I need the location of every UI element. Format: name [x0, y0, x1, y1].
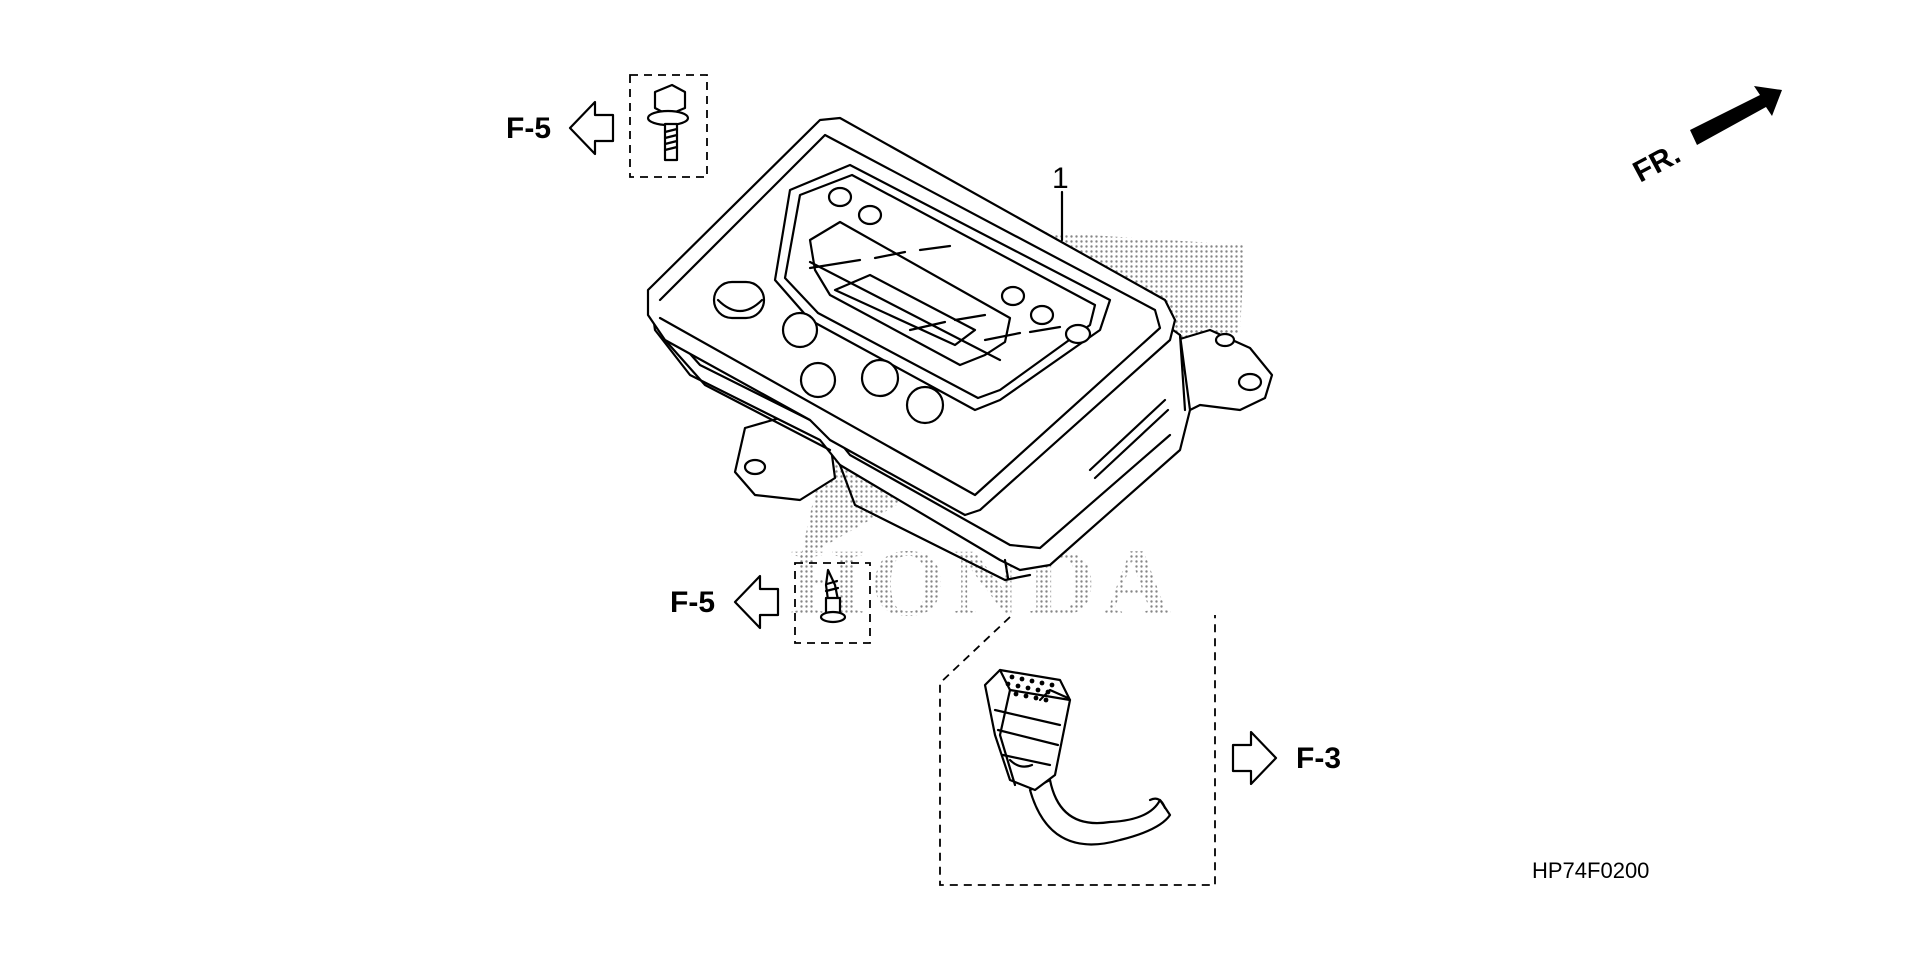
harness-connector-box: [939, 615, 1216, 886]
ref-f3[interactable]: F-3: [1296, 742, 1341, 775]
lower-screw-group: F-5: [670, 562, 871, 644]
upper-left-arrow-icon: [568, 100, 615, 156]
right-arrow-icon: [1231, 730, 1278, 786]
ref-f5-upper[interactable]: F-5: [506, 112, 551, 145]
meter-assembly: [646, 116, 1274, 582]
front-label: FR.: [1628, 137, 1686, 189]
front-direction-indicator: FR.: [1628, 86, 1782, 189]
lower-screw-box: [794, 562, 871, 644]
tapping-screw-icon: [819, 568, 847, 624]
ref-f5-lower[interactable]: F-5: [670, 586, 715, 619]
front-arrow-icon: [1690, 86, 1782, 145]
upper-bolt-group: F-5: [506, 74, 708, 178]
figure-code: HP74F0200: [1532, 858, 1649, 883]
upper-bolt-box: [629, 74, 708, 178]
connector-icon: [983, 668, 1172, 846]
harness-connector-group: F-3: [939, 615, 1341, 886]
flange-bolt-icon: [646, 83, 690, 162]
lower-left-arrow-icon: [733, 574, 780, 630]
callout-1-label: 1: [1052, 162, 1069, 195]
